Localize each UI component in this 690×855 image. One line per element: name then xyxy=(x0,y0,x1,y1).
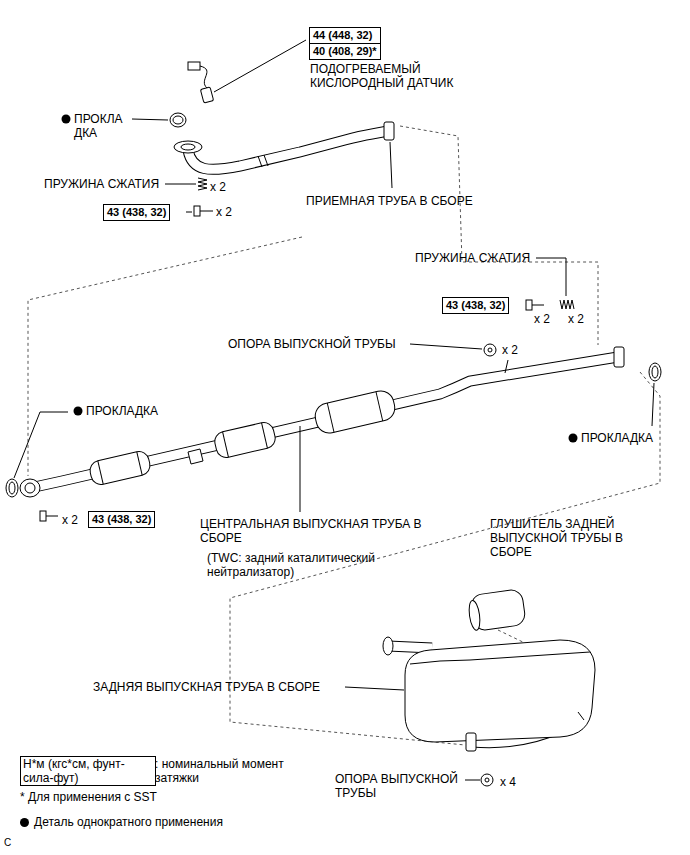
quantity: x 2 xyxy=(568,312,584,326)
quantity: x 2 xyxy=(210,180,226,194)
torque-value: 43 (438, 32) xyxy=(442,297,509,314)
part-name: ПОДОГРЕВАЕМЫЙ КИСЛОРОДНЫЙ ДАТЧИК xyxy=(310,62,460,90)
rear-pipe xyxy=(383,637,595,751)
quantity: x 2 xyxy=(502,343,518,357)
legend-symbol xyxy=(20,818,29,827)
part-name: ПРУЖИНА СЖАТИЯ xyxy=(415,251,530,265)
front-pipe xyxy=(174,122,394,169)
quantity: x 2 xyxy=(62,513,78,527)
center-pipe xyxy=(20,347,624,497)
muffler-tip xyxy=(467,589,526,632)
part-name: ОПОРА ВЫПУСКНОЙ ТРУБЫ xyxy=(228,337,396,351)
single-use-mark xyxy=(62,115,578,443)
torque-value: 40 (408, 29)* xyxy=(309,43,381,60)
leader-line xyxy=(14,119,654,780)
part-name: ПРИЕМНАЯ ТРУБА В СБОРЕ xyxy=(306,194,473,208)
figure-code: C xyxy=(4,837,11,849)
oxygen-sensor xyxy=(188,40,306,103)
torque-value: 43 (438, 32) xyxy=(103,204,170,221)
part-name: ПРОКЛАДКА xyxy=(86,404,158,418)
torque-value: 44 (448, 32) xyxy=(309,27,381,44)
part-name: ЦЕНТРАЛЬНАЯ ВЫПУСКНАЯ ТРУБА В СБОРЕ xyxy=(200,517,422,545)
legend-text: Деталь однократного применения xyxy=(34,815,274,829)
quantity: x 2 xyxy=(534,312,550,326)
part-name: ГЛУШИТЕЛЬ ЗАДНЕЙ ВЫПУСКНОЙ ТРУБЫ В СБОРЕ xyxy=(490,517,655,559)
note: (TWC: задний каталитический нейтрализато… xyxy=(207,551,385,579)
gasket xyxy=(6,113,661,497)
part-name: ЗАДНЯЯ ВЫПУСКНАЯ ТРУБА В СБОРЕ xyxy=(93,680,320,694)
bolt xyxy=(40,206,544,521)
legend-text: : номинальный момент затяжки xyxy=(155,757,285,785)
compression-spring xyxy=(198,178,574,309)
part-name: ПРУЖИНА СЖАТИЯ xyxy=(44,177,159,191)
part-name: ОПОРА ВЫПУСКНОЙ ТРУБЫ xyxy=(335,772,465,800)
part-name: ПРОКЛАДКА xyxy=(581,431,653,445)
exhaust-hanger xyxy=(481,344,496,786)
torque-value: 43 (438, 32) xyxy=(88,511,155,528)
legend-sample: Н*м (кгс*см, фунт-сила-фут) xyxy=(20,756,156,786)
legend-text: * Для применения с SST xyxy=(20,790,170,804)
quantity: x 4 xyxy=(500,775,516,789)
quantity: x 2 xyxy=(216,205,232,219)
part-name: ПРОКЛА ДКА xyxy=(74,112,132,140)
assembly-line xyxy=(28,126,660,745)
